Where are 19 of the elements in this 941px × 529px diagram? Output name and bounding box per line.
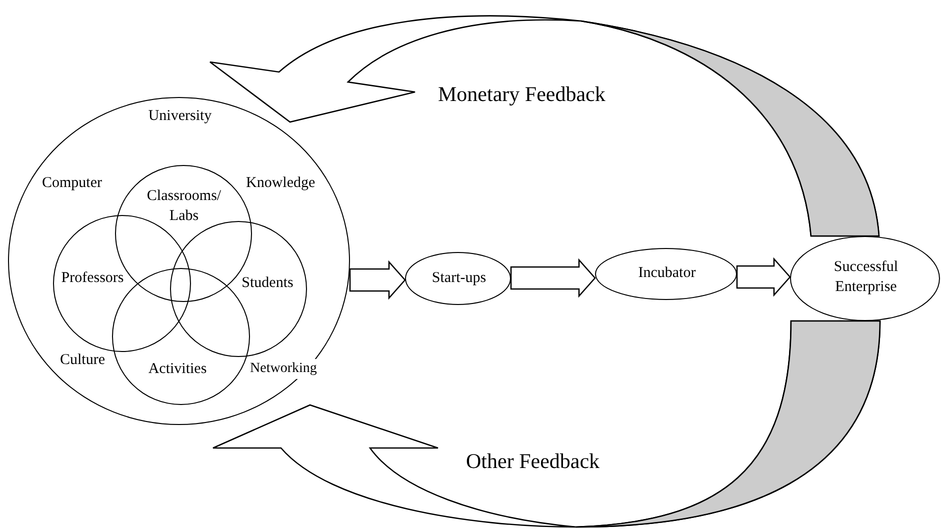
block-arrow <box>510 258 596 298</box>
node-label: Activities <box>147 360 208 378</box>
stage-ellipse <box>790 236 940 321</box>
node-label: Professors <box>60 268 125 288</box>
factor-label: Culture <box>60 351 105 370</box>
node-label: Students <box>240 274 294 292</box>
factor-label: Networking <box>250 359 317 379</box>
node-label: Classrooms/ Labs <box>146 186 222 226</box>
node-label: Start-ups <box>430 269 488 288</box>
factor-label: Knowledge <box>246 174 316 193</box>
node-label: Successful Enterprise <box>832 258 900 297</box>
stage-ellipse <box>595 248 737 300</box>
stage-ellipse <box>405 252 511 305</box>
node-label: Incubator <box>637 264 697 283</box>
block-arrow <box>736 257 791 297</box>
node-label: University <box>147 107 213 126</box>
block-arrow <box>349 260 406 300</box>
venn-circle <box>170 220 306 356</box>
factor-label: Computer <box>42 174 102 193</box>
